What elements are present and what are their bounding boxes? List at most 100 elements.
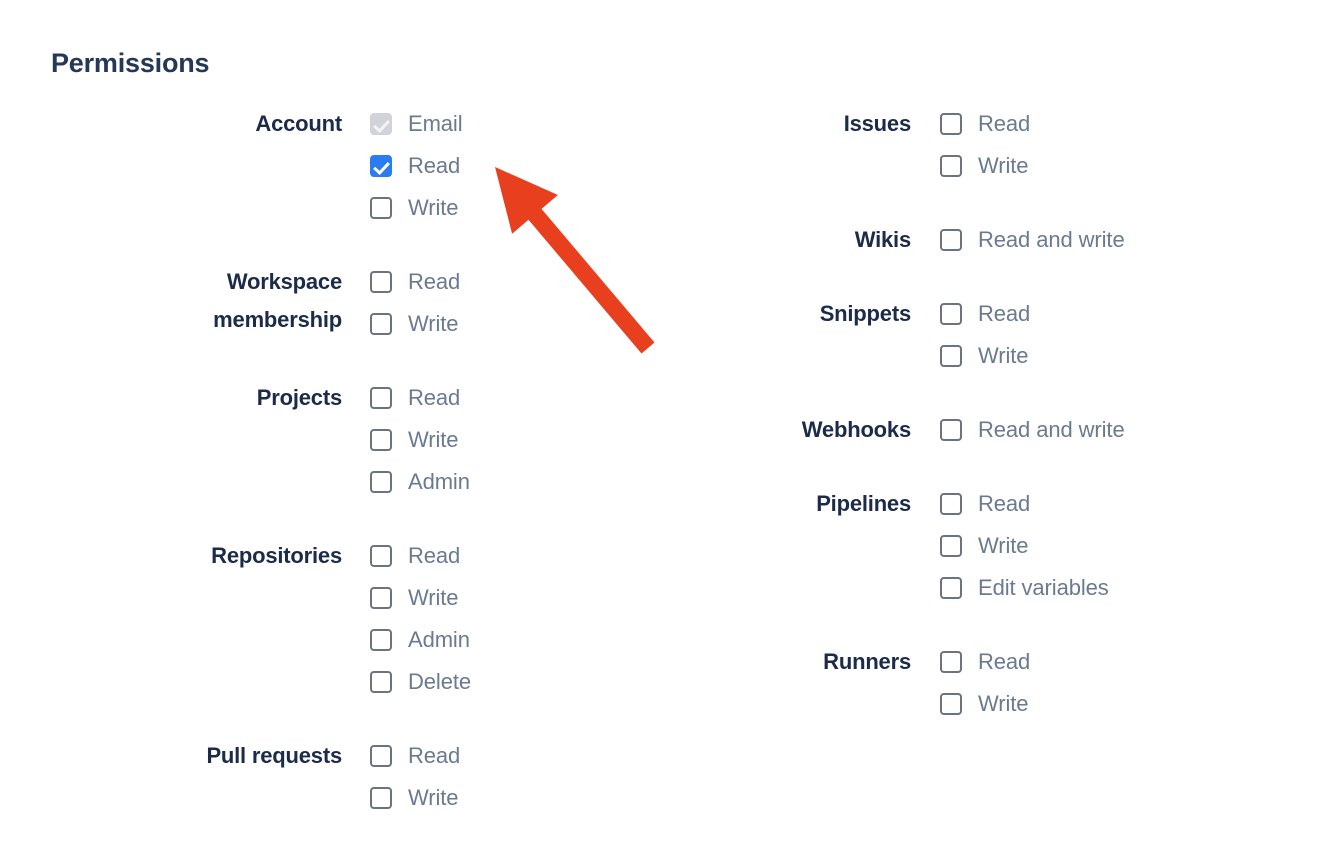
permission-option-label: Delete (408, 669, 471, 694)
permission-group-label: Pipelines (816, 491, 911, 516)
permission-option-label: Write (408, 585, 459, 610)
permission-option-pull-requests-read[interactable]: Read (370, 735, 460, 777)
permission-group-label: Projects (256, 385, 342, 410)
permission-option-label: Read and write (978, 417, 1125, 442)
permission-option-label: Admin (408, 469, 470, 494)
checkbox-admin-icon[interactable] (370, 471, 392, 493)
page-title: Permissions (51, 48, 210, 78)
permission-option-projects-write[interactable]: Write (370, 419, 470, 461)
permission-option-label: Write (408, 427, 459, 452)
checkbox-read-and-write-icon[interactable] (940, 229, 962, 251)
checkbox-read-icon[interactable] (370, 387, 392, 409)
permission-option-list: Read and write (940, 219, 1125, 261)
permission-group-label: Snippets (819, 301, 912, 326)
checkbox-email-icon (370, 113, 392, 135)
permission-group-label: Repositories (211, 543, 342, 568)
checkbox-read-icon[interactable] (940, 493, 962, 515)
permission-option-pull-requests-write[interactable]: Write (370, 777, 460, 819)
permission-group-label: Pull requests (206, 743, 342, 768)
permission-option-projects-read[interactable]: Read (370, 377, 470, 419)
permission-option-account-write[interactable]: Write (370, 187, 463, 229)
permission-option-list: Read and write (940, 409, 1125, 451)
permission-option-label: Read (408, 153, 461, 178)
checkbox-write-icon[interactable] (370, 197, 392, 219)
permission-option-label: Admin (408, 627, 470, 652)
permission-option-issues-read[interactable]: Read (940, 103, 1030, 145)
permission-option-label: Email (408, 111, 463, 136)
permission-option-label: Read (408, 269, 461, 294)
permission-group-label: Workspace membership (213, 269, 342, 332)
permission-group-label: Webhooks (801, 417, 911, 442)
permission-option-wikis-read-and-write[interactable]: Read and write (940, 219, 1125, 261)
checkbox-read-icon[interactable] (370, 745, 392, 767)
permission-option-label: Read (408, 543, 461, 568)
permission-option-runners-write[interactable]: Write (940, 683, 1030, 725)
permission-group-webhooks: Webhooks Read and write (660, 409, 1322, 451)
permission-option-workspace-membership-read[interactable]: Read (370, 261, 460, 303)
permission-option-issues-write[interactable]: Write (940, 145, 1030, 187)
checkbox-write-icon[interactable] (940, 345, 962, 367)
permission-option-label: Read (408, 743, 461, 768)
permission-option-label: Write (408, 311, 459, 336)
checkbox-write-icon[interactable] (370, 313, 392, 335)
permission-option-repositories-admin[interactable]: Admin (370, 619, 471, 661)
checkbox-admin-icon[interactable] (370, 629, 392, 651)
permission-option-label: Read (408, 385, 461, 410)
permission-group-label: Runners (823, 649, 911, 674)
checkbox-write-icon[interactable] (940, 155, 962, 177)
permission-option-label: Read (978, 301, 1031, 326)
checkbox-read-icon[interactable] (940, 113, 962, 135)
permission-option-repositories-write[interactable]: Write (370, 577, 471, 619)
permission-option-pipelines-write[interactable]: Write (940, 525, 1109, 567)
permission-option-pipelines-read[interactable]: Read (940, 483, 1109, 525)
permission-option-account-read[interactable]: Read (370, 145, 463, 187)
permission-option-projects-admin[interactable]: Admin (370, 461, 470, 503)
checkbox-edit-variables-icon[interactable] (940, 577, 962, 599)
checkbox-write-icon[interactable] (370, 587, 392, 609)
permission-group-label: Account (255, 111, 342, 136)
permission-option-label: Write (408, 785, 459, 810)
permission-option-repositories-read[interactable]: Read (370, 535, 471, 577)
checkbox-write-icon[interactable] (940, 693, 962, 715)
permission-option-snippets-read[interactable]: Read (940, 293, 1030, 335)
permission-group-label: Wikis (854, 227, 911, 252)
permission-option-account-email[interactable]: Email (370, 103, 463, 145)
checkbox-read-icon[interactable] (370, 271, 392, 293)
permission-option-runners-read[interactable]: Read (940, 641, 1030, 683)
permission-option-label: Edit variables (978, 575, 1109, 600)
checkbox-write-icon[interactable] (940, 535, 962, 557)
permission-option-workspace-membership-write[interactable]: Write (370, 303, 460, 345)
permission-option-snippets-write[interactable]: Write (940, 335, 1030, 377)
checkbox-read-and-write-icon[interactable] (940, 419, 962, 441)
checkbox-read-icon[interactable] (370, 545, 392, 567)
checkbox-write-icon[interactable] (370, 787, 392, 809)
permission-group-label: Issues (843, 111, 911, 136)
checkbox-delete-icon[interactable] (370, 671, 392, 693)
checkbox-write-icon[interactable] (370, 429, 392, 451)
permission-option-webhooks-read-and-write[interactable]: Read and write (940, 409, 1125, 451)
permission-option-pipelines-edit-variables[interactable]: Edit variables (940, 567, 1109, 609)
permission-option-label: Read (978, 491, 1031, 516)
permission-option-label: Write (978, 343, 1029, 368)
checkbox-read-icon[interactable] (940, 651, 962, 673)
permission-option-repositories-delete[interactable]: Delete (370, 661, 471, 703)
permission-option-label: Write (978, 533, 1029, 558)
checkbox-read-icon[interactable] (940, 303, 962, 325)
permission-option-label: Write (978, 153, 1029, 178)
permission-group-wikis: Wikis Read and write (660, 219, 1322, 261)
checkbox-read-icon[interactable] (370, 155, 392, 177)
